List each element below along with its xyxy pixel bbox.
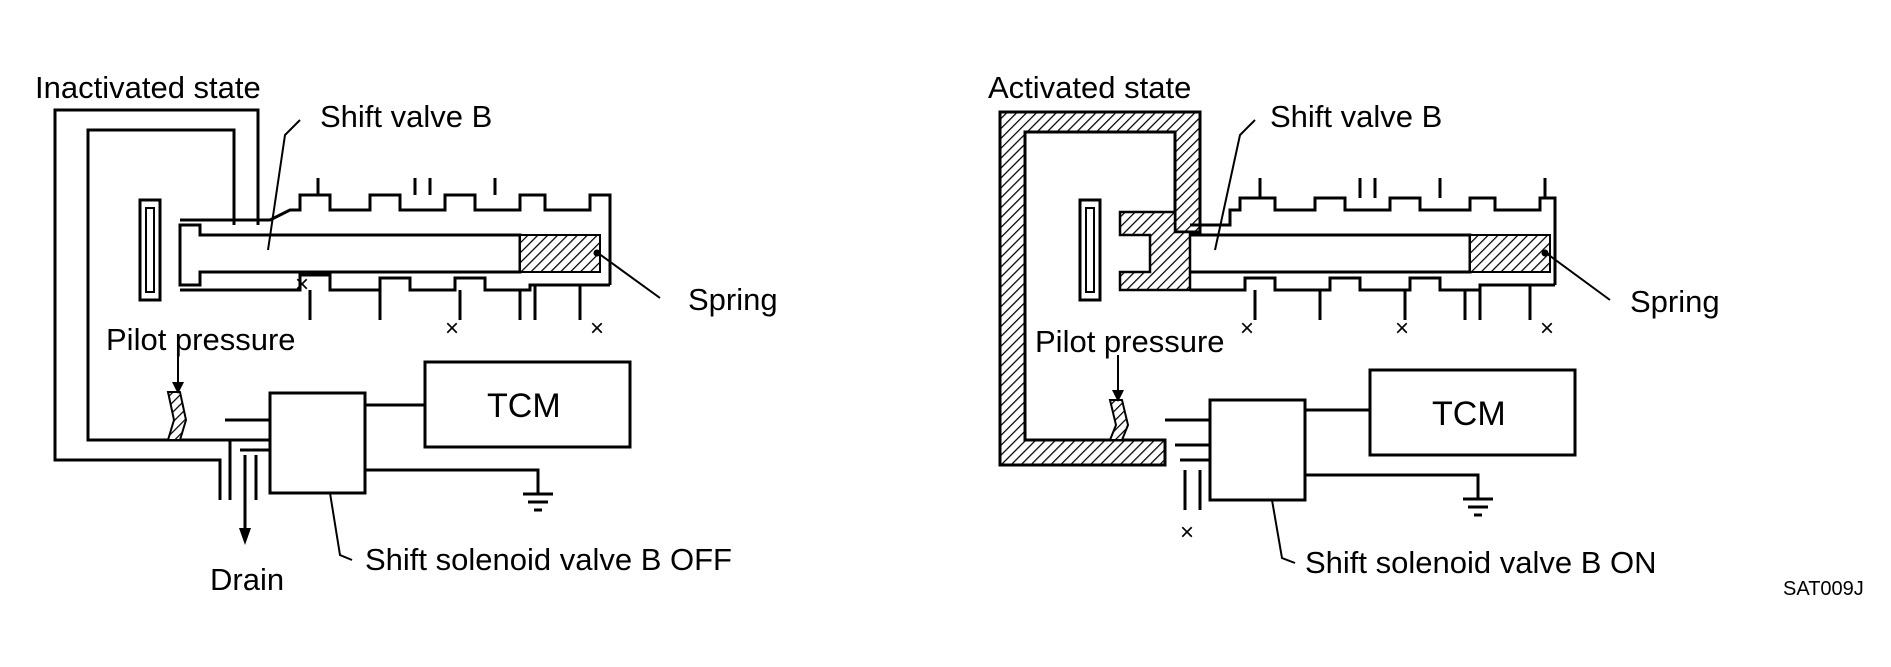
right-spool [1190,233,1472,274]
right-spring-label: Spring [1630,284,1720,319]
left-pilot-line-inner [86,128,236,500]
right-valve-body-bottom [1190,276,1555,292]
left-solenoid-leader [329,492,353,561]
right-solenoid-label: Shift solenoid valve B ON [1305,545,1657,580]
right-valve-chamber-pressurized [1118,210,1192,292]
right-exhaust-mark-2: × [1395,315,1409,342]
right-exhaust-mark-1: × [1240,315,1254,342]
left-pilot-arrowhead [172,382,184,394]
right-ports-bottom [1253,285,1532,320]
right-pilot-label: Pilot pressure [1035,324,1225,359]
right-ports-top [1258,178,1547,198]
right-valve-endcap [1078,198,1102,302]
left-ground-icon [523,492,553,512]
right-valve-body-top [1190,196,1557,285]
left-valve-leader [267,119,301,251]
right-valve-endcap-inner [1085,207,1095,293]
right-pilot-line-pressurized [998,110,1202,467]
left-pilot-line-outer [53,108,260,500]
left-spool [178,223,522,287]
right-orifice [1108,399,1130,441]
left-valve-endcap [138,198,162,302]
left-solenoid-ports [225,418,270,452]
left-exhaust-mark-1: × [295,271,309,298]
left-orifice [166,391,188,441]
right-exhaust-mark-3: × [1540,315,1554,342]
right-solenoid-leader [1271,499,1296,564]
left-valve-label: Shift valve B [320,99,492,134]
left-spring [519,234,601,273]
right-tcm-label: TCM [1432,395,1506,433]
left-valve-endcap-inner [145,207,155,293]
right-ground-icon [1463,497,1493,517]
figure-code: SAT009J [1783,578,1864,600]
left-ports-top [316,178,497,195]
left-valve-body-bottom [180,273,610,292]
right-tcm-box [1368,368,1577,457]
right-pilot-arrowhead [1112,390,1124,402]
right-spring [1469,234,1551,273]
left-valve-body-top [180,193,612,285]
left-solenoid [268,391,367,495]
left-solenoid-label: Shift solenoid valve B OFF [365,542,732,577]
left-drain-label: Drain [210,562,284,597]
left-exhaust-mark-3: × [590,315,604,342]
left-tcm-label: TCM [487,387,561,425]
left-state-label: Inactivated state [35,70,261,105]
right-panel: × × × × TCM Activated state Shift valve … [988,70,1720,580]
right-ground-wire [1305,473,1480,498]
right-solenoid-ports [1165,418,1210,462]
left-drain-arrowhead [239,528,251,545]
left-spring-label: Spring [688,282,778,317]
right-valve-leader [1214,119,1256,251]
right-solenoid-exhaust-mark: × [1180,519,1194,546]
left-panel: × × × TCM Inactivated state Shift valve … [35,70,778,597]
right-state-label: Activated state [988,70,1191,105]
right-valve-label: Shift valve B [1270,99,1442,134]
left-spring-leader [597,252,661,299]
left-ports-bottom [308,285,582,320]
right-spring-leader [1545,252,1611,301]
left-exhaust-mark-2: × [445,315,459,342]
right-solenoid [1208,398,1307,502]
left-ground-wire [365,468,540,493]
left-pilot-label: Pilot pressure [106,322,296,357]
